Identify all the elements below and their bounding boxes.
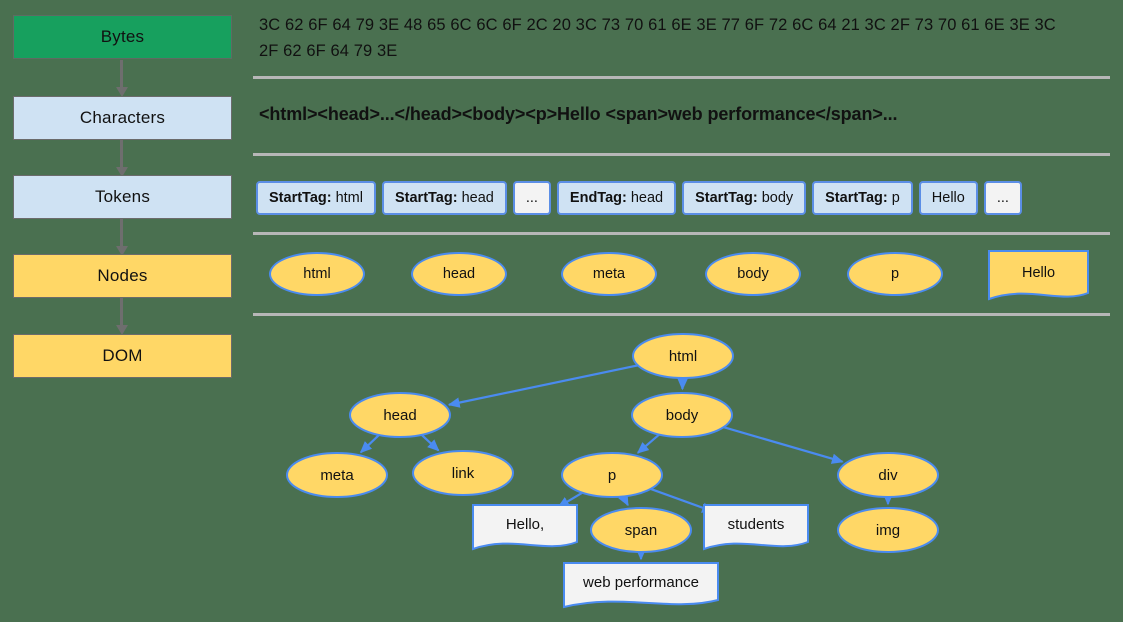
node-label: web performance bbox=[582, 574, 699, 591]
token-value: html bbox=[335, 190, 363, 206]
node-label: meta bbox=[592, 266, 626, 282]
pipeline-step-bytes: Bytes bbox=[13, 15, 232, 59]
node-label: p bbox=[890, 266, 900, 282]
tree-edge bbox=[636, 433, 660, 454]
tree-node-element: meta bbox=[286, 452, 388, 498]
tree-node-element: span bbox=[590, 507, 692, 553]
token-value: ... bbox=[996, 190, 1009, 206]
node-label: p bbox=[608, 467, 616, 484]
section-divider bbox=[253, 232, 1110, 235]
node-label: body bbox=[737, 266, 769, 282]
pipeline-arrow-2 bbox=[120, 140, 123, 168]
token-kind: StartTag: bbox=[269, 190, 332, 206]
node-label: div bbox=[878, 467, 898, 484]
token-kind: StartTag: bbox=[394, 190, 458, 206]
token-chip: ... bbox=[983, 181, 1022, 215]
text-node-shape bbox=[472, 504, 578, 551]
token-value: body bbox=[761, 190, 794, 206]
tree-node-element: body bbox=[631, 392, 733, 438]
tree-edge bbox=[618, 493, 629, 507]
pipeline-step-label: Nodes bbox=[97, 266, 148, 285]
text-node-shape bbox=[703, 504, 809, 551]
text-node-shape: Hello bbox=[988, 250, 1089, 302]
node-ellipse: html bbox=[269, 252, 365, 296]
tree-edge bbox=[359, 434, 380, 454]
token-kind: StartTag: bbox=[825, 190, 888, 206]
tree-node-text: Hello, bbox=[472, 504, 578, 551]
node-ellipse: head bbox=[411, 252, 507, 296]
tree-node-element: div bbox=[837, 452, 939, 498]
tree-node-element: html bbox=[632, 333, 734, 379]
token-chip: StartTag:body bbox=[682, 181, 807, 215]
tree-edge bbox=[420, 434, 440, 452]
node-label: students bbox=[728, 516, 785, 533]
token-value: head bbox=[461, 190, 494, 206]
tree-edge bbox=[650, 487, 714, 513]
node-label: head bbox=[383, 407, 416, 424]
node-label: span bbox=[625, 522, 658, 539]
node-ellipse bbox=[561, 452, 663, 498]
node-label: body bbox=[666, 407, 699, 424]
tree-edge bbox=[447, 364, 639, 408]
token-chip: Hello bbox=[918, 181, 978, 215]
token-chip: EndTag:head bbox=[556, 181, 677, 215]
token-kind: StartTag: bbox=[695, 190, 758, 206]
tree-node-element: img bbox=[837, 507, 939, 553]
pipeline-arrow-4 bbox=[120, 298, 123, 326]
token-kind: EndTag: bbox=[569, 190, 627, 206]
token-chip: StartTag:html bbox=[256, 181, 376, 215]
token-value: Hello bbox=[931, 190, 965, 206]
node-label: head bbox=[442, 266, 476, 282]
tree-node-element: p bbox=[561, 452, 663, 498]
pipeline-arrow-1 bbox=[120, 60, 123, 88]
token-chip: StartTag:p bbox=[812, 181, 913, 215]
pipeline-step-dom: DOM bbox=[13, 334, 232, 378]
token-chip: ... bbox=[512, 181, 551, 215]
node-label: html bbox=[303, 266, 331, 282]
token-chip: StartTag:head bbox=[381, 181, 507, 215]
node-ellipse bbox=[837, 452, 939, 498]
node-label: Hello bbox=[1021, 265, 1056, 281]
node-label: html bbox=[669, 348, 697, 365]
node-label: meta bbox=[320, 467, 354, 484]
node-label: link bbox=[452, 465, 475, 482]
bytes-hex-text: 3C 62 6F 64 79 3E 48 65 6C 6C 6F 2C 20 3… bbox=[259, 16, 1056, 60]
node-ellipse bbox=[631, 392, 733, 438]
node-ellipse: meta bbox=[561, 252, 657, 296]
node-ellipse: p bbox=[847, 252, 943, 296]
node-label: Hello, bbox=[506, 516, 544, 533]
tree-node-element: head bbox=[349, 392, 451, 438]
section-divider bbox=[253, 76, 1110, 79]
characters-markup-text: <html><head>...</head><body><p>Hello <sp… bbox=[259, 104, 898, 124]
node-label: img bbox=[876, 522, 900, 539]
token-value: head bbox=[630, 190, 664, 206]
pipeline-arrow-3 bbox=[120, 219, 123, 247]
pipeline-step-label: DOM bbox=[102, 346, 143, 365]
pipeline-step-label: Characters bbox=[79, 108, 166, 127]
tree-node-text: students bbox=[703, 504, 809, 551]
text-node-shape bbox=[563, 562, 719, 609]
section-divider bbox=[253, 313, 1110, 316]
node-ellipse bbox=[349, 392, 451, 438]
node-ellipse bbox=[837, 507, 939, 553]
pipeline-step-label: Bytes bbox=[100, 27, 145, 46]
tree-node-element: link bbox=[412, 450, 514, 496]
token-value: p bbox=[891, 190, 900, 206]
node-ellipse bbox=[412, 450, 514, 496]
section-divider bbox=[253, 153, 1110, 156]
tree-edge bbox=[723, 426, 844, 464]
node-ellipse bbox=[590, 507, 692, 553]
node-ellipse: body bbox=[705, 252, 801, 296]
tree-node-text: web performance bbox=[563, 562, 719, 609]
node-ellipse bbox=[632, 333, 734, 379]
node-ellipse bbox=[286, 452, 388, 498]
pipeline-step-label: Tokens bbox=[94, 187, 151, 206]
token-value: ... bbox=[525, 190, 538, 206]
